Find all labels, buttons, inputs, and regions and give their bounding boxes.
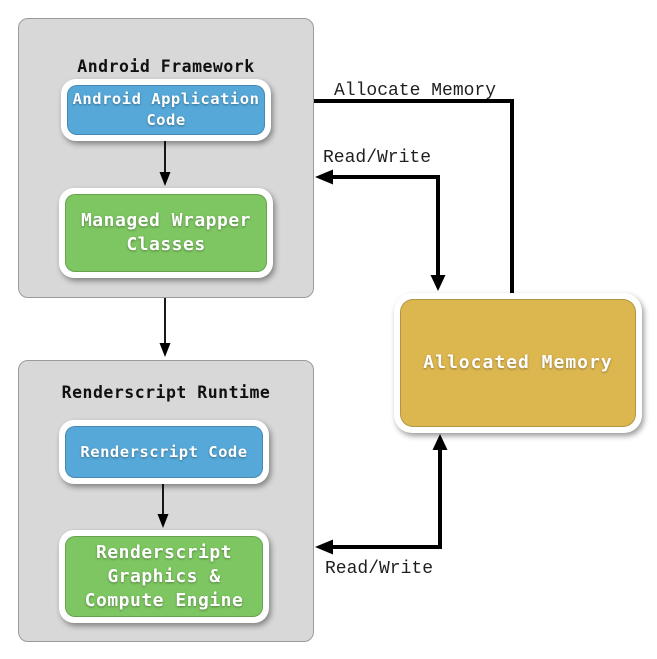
arrow-allocate-memory xyxy=(314,99,514,297)
read-write-top-label: Read/Write xyxy=(323,148,432,168)
arrow-app-code-to-wrapper xyxy=(159,140,171,186)
arrow-rs-code-to-engine xyxy=(157,483,169,528)
node-managed-wrapper-classes: Managed Wrapper Classes xyxy=(59,188,273,278)
node-label-line: Renderscript Code xyxy=(80,442,248,461)
node-label-line: Managed Wrapper xyxy=(80,210,252,231)
arrow-read-write-bottom xyxy=(315,434,448,555)
node-renderscript-graphics-compute-engine: Renderscript Graphics & Compute Engine xyxy=(59,530,269,623)
android-framework-title: Android Framework xyxy=(77,57,255,76)
node-label-line: Compute Engine xyxy=(84,589,244,611)
read-write-bottom-label: Read/Write xyxy=(325,559,434,579)
node-label-line: Graphics & xyxy=(107,565,221,587)
renderscript-runtime-title: Renderscript Runtime xyxy=(61,383,271,402)
node-label-line: Android Application xyxy=(72,90,260,108)
container-renderscript-runtime: Renderscript Runtime Renderscript Code R… xyxy=(18,360,314,642)
node-label-line: Renderscript xyxy=(95,541,233,563)
node-android-application-code: Android Application Code xyxy=(61,79,271,141)
node-allocated-memory: Allocated Memory xyxy=(394,293,642,433)
node-renderscript-code: Renderscript Code xyxy=(59,420,269,484)
container-android-framework: Android Framework Android Application Co… xyxy=(18,18,314,298)
node-label-line: Allocated Memory xyxy=(423,352,613,373)
arrow-framework-to-runtime xyxy=(159,298,171,357)
arrow-read-write-top xyxy=(315,169,446,291)
node-label-line: Code xyxy=(146,111,186,129)
node-label-line: Classes xyxy=(126,234,206,255)
allocate-memory-label: Allocate Memory xyxy=(334,81,497,101)
